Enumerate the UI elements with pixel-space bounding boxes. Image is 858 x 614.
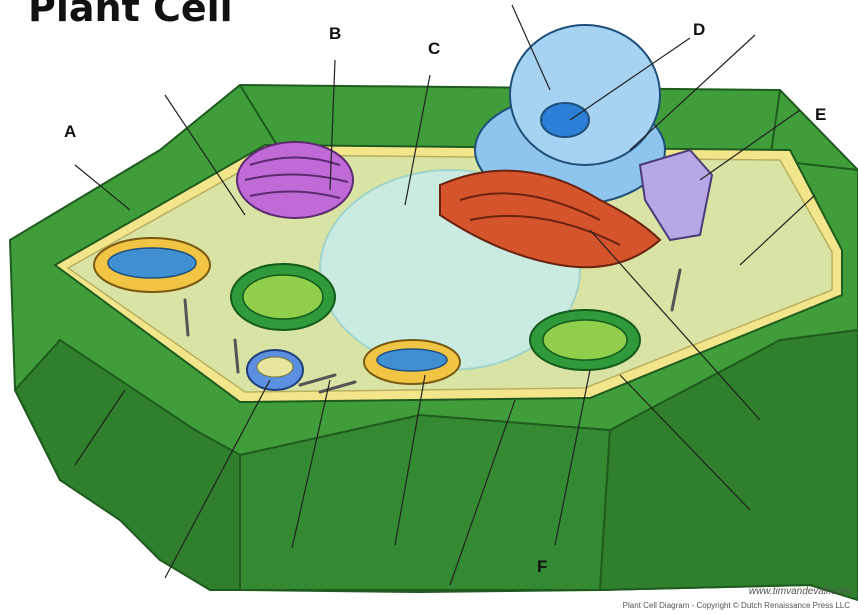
golgi-body: [237, 142, 353, 218]
label-a: A: [64, 122, 76, 142]
label-f: F: [537, 557, 547, 577]
label-c: C: [428, 39, 440, 59]
chloroplast-1: [231, 264, 335, 330]
mitochondrion-2: [364, 340, 460, 384]
credit-website: www.timvandevall.com: [749, 586, 850, 597]
label-e: E: [815, 105, 826, 125]
chloroplast-2: [530, 310, 640, 370]
mitochondrion-1: [94, 238, 210, 292]
label-b: B: [329, 24, 341, 44]
credit-copyright: Plant Cell Diagram - Copyright © Dutch R…: [623, 601, 850, 610]
peroxisome: [247, 350, 303, 390]
label-d: D: [693, 20, 705, 40]
